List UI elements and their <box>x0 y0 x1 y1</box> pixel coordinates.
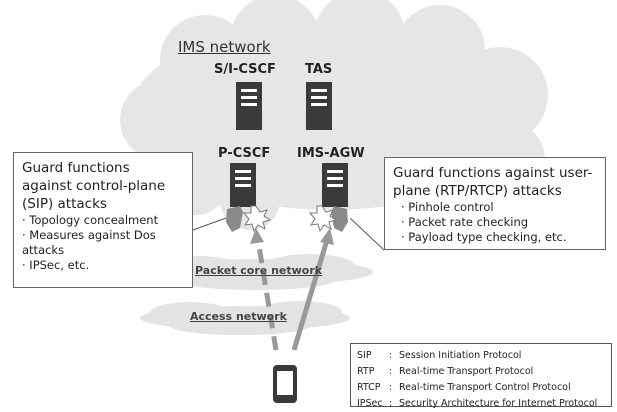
tas-label: TAS <box>305 62 333 77</box>
callout-item: · Packet rate checking <box>401 215 529 229</box>
sip-arrow <box>250 228 279 351</box>
server-p-cscf-icon <box>230 163 256 207</box>
legend-desc: Security Architecture for Internet Proto… <box>399 398 598 409</box>
legend-abbr: IPSec <box>357 398 383 409</box>
shield-left-icon <box>226 206 243 232</box>
server-s-i-cscf-icon <box>236 82 262 130</box>
callout-item: · IPSec, etc. <box>22 258 90 272</box>
callout-item: · Pinhole control <box>401 200 494 214</box>
callout-heading-line: Guard functions against user- <box>393 165 593 181</box>
pointer-user-plane <box>349 217 385 251</box>
user-plane-callout: Guard functions against user- plane (RTP… <box>384 157 606 250</box>
legend-row: IPSec:Security Architecture for Internet… <box>357 396 605 412</box>
callout-item: attacks <box>22 243 65 257</box>
legend-desc: Real-time Transport Protocol <box>399 366 534 377</box>
callout-heading-line: Guard functions <box>22 160 130 176</box>
access-network-label: Access network <box>190 310 287 323</box>
legend-desc: Real-time Transport Control Protocol <box>399 382 571 393</box>
access-cloud <box>140 301 350 335</box>
control-plane-callout: Guard functions against control-plane (S… <box>13 152 193 288</box>
server-tas-icon <box>306 82 332 130</box>
callout-heading-line: against control-plane <box>22 178 166 194</box>
legend-abbr: SIP <box>357 350 372 361</box>
packet-core-network-label: Packet core network <box>195 264 323 277</box>
legend-abbr: RTP <box>357 366 375 377</box>
rtp-arrow <box>291 228 334 351</box>
legend-abbr: RTCP <box>357 382 381 393</box>
ims-agw-label: IMS-AGW <box>297 146 365 161</box>
abbreviation-legend: SIP:Session Initiation Protocol RTP:Real… <box>350 343 612 409</box>
server-ims-agw-icon <box>322 163 348 207</box>
packet-core-cloud <box>143 254 373 290</box>
legend-row: SIP:Session Initiation Protocol <box>357 348 605 364</box>
p-cscf-label: P-CSCF <box>218 146 271 161</box>
legend-row: RTP:Real-time Transport Protocol <box>357 364 605 380</box>
callout-item: · Measures against Dos <box>22 228 156 242</box>
shield-right-icon <box>331 206 348 232</box>
callout-item: · Topology concealment <box>22 213 159 227</box>
legend-row: RTCP:Real-time Transport Control Protoco… <box>357 380 605 396</box>
callout-heading-line: plane (RTP/RTCP) attacks <box>393 183 562 199</box>
s-i-cscf-label: S/I-CSCF <box>214 62 276 77</box>
callout-item: · Payload type checking, etc. <box>401 230 567 244</box>
callout-heading-line: (SIP) attacks <box>22 196 107 212</box>
smartphone-icon <box>273 365 297 403</box>
pointer-control-plane <box>192 217 227 231</box>
legend-desc: Session Initiation Protocol <box>399 350 522 361</box>
ims-network-label: IMS network <box>178 38 271 56</box>
burst-right-icon <box>308 205 338 233</box>
